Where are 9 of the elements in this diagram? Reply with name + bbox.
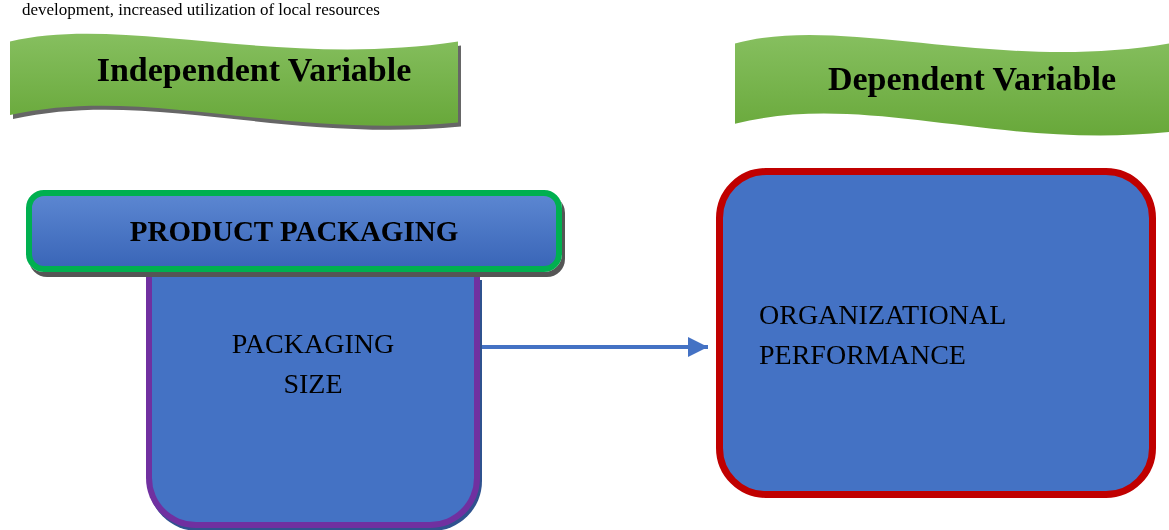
banner-title: Independent Variable xyxy=(96,51,412,89)
box-label: PACKAGING SIZE xyxy=(230,327,396,401)
box-label: ORGANIZATIONAL PERFORMANCE xyxy=(759,298,1007,372)
header-title: PRODUCT PACKAGING xyxy=(129,214,459,248)
arrow xyxy=(480,337,708,357)
text-line: development, increased utilization of local resources xyxy=(22,0,380,20)
rounded-box xyxy=(146,277,480,528)
banner-title: Dependent Variable xyxy=(827,60,1117,98)
rounded-box xyxy=(716,168,1156,498)
